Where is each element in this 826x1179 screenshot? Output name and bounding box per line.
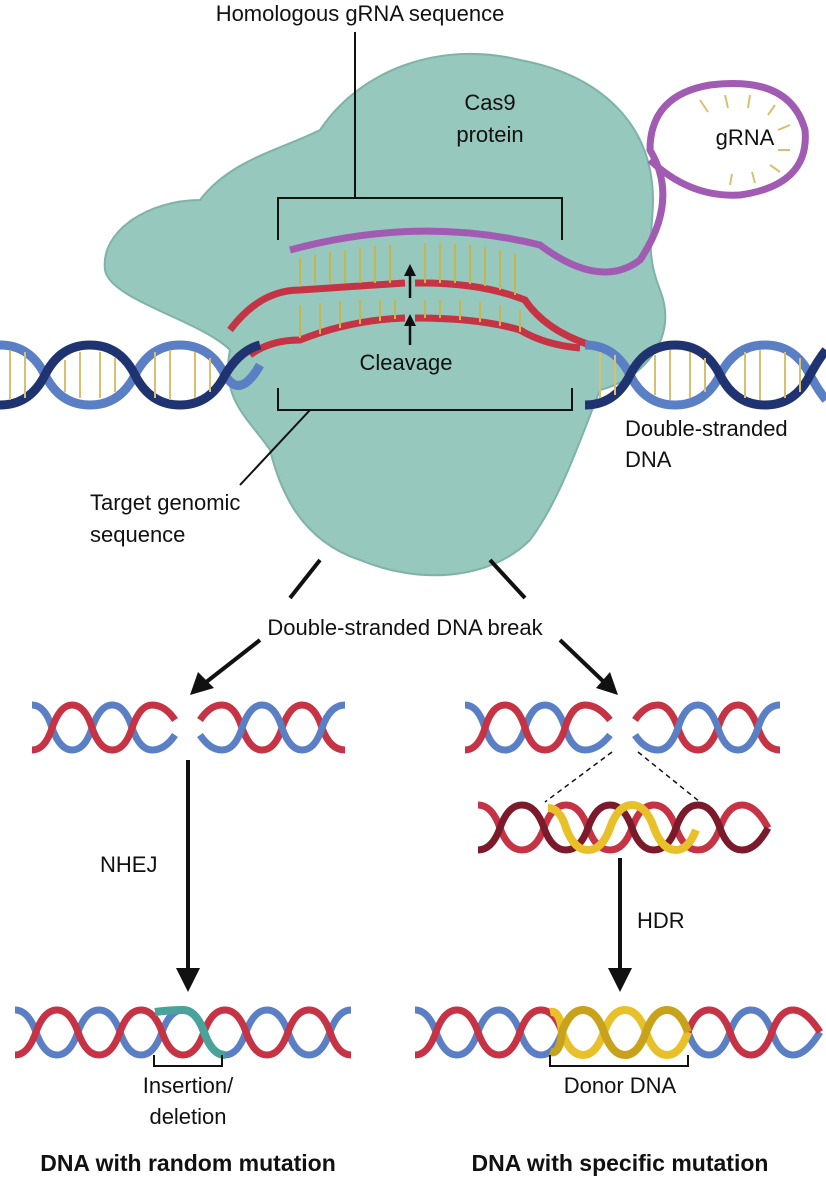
target-strand-bottom: [247, 314, 406, 358]
donor-label: Donor DNA: [564, 1073, 677, 1098]
result-dna-right: [414, 1005, 823, 1060]
indel-label-line2: deletion: [149, 1104, 226, 1129]
donor-template: [477, 751, 772, 855]
cas9-protein: [103, 52, 667, 577]
cleavage-arrows: [404, 264, 416, 345]
grna-loop-rungs: [699, 94, 791, 186]
repair-arrows: [176, 760, 632, 992]
target-strand-top-right: [414, 279, 592, 349]
pathway-arrows: [190, 558, 618, 695]
result-right-caption: DNA with specific mutation: [472, 1150, 769, 1176]
grna-strand: [289, 79, 809, 276]
grna-label: gRNA: [716, 125, 775, 150]
donor-bracket: [549, 1055, 689, 1067]
bound-rungs: [299, 243, 521, 338]
dsdna-right: [584, 340, 826, 410]
dsdna-label-line2: DNA: [625, 447, 672, 472]
hdr-label: HDR: [637, 908, 685, 933]
nhej-label: NHEJ: [100, 852, 157, 877]
homologous-grna-label: Homologous gRNA sequence: [216, 1, 505, 26]
target-label-line2: sequence: [90, 522, 185, 547]
dsb-label: Double-stranded DNA break: [267, 615, 543, 640]
cleavage-label: Cleavage: [360, 350, 453, 375]
indel-bracket: [153, 1055, 223, 1067]
target-strand-bottom-right: [414, 314, 581, 352]
indel-label-line1: Insertion/: [143, 1073, 234, 1098]
cas9-label-line2: protein: [456, 122, 523, 147]
target-bracket: [239, 388, 573, 486]
dsdna-left: [0, 340, 264, 410]
target-strand-top: [227, 279, 406, 333]
homologous-bracket: [277, 32, 563, 240]
dsdna-label-line1: Double-stranded: [625, 416, 788, 441]
broken-dna-right: [464, 701, 781, 754]
result-dna-left: [14, 1005, 352, 1059]
broken-dna-left: [31, 701, 346, 754]
target-label-line1: Target genomic: [90, 490, 240, 515]
cas9-label-line1: Cas9: [464, 90, 515, 115]
result-left-caption: DNA with random mutation: [40, 1150, 336, 1176]
